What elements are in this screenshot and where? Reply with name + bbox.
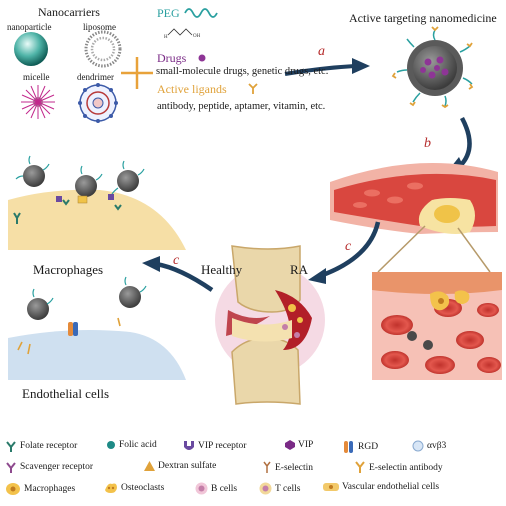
legend-rgd: RGD	[343, 440, 378, 454]
avb3-icon	[412, 440, 424, 452]
legend-b-cells: B cells	[195, 482, 237, 495]
healthy-label: Healthy	[201, 262, 243, 277]
legend-vip: VIP	[285, 440, 313, 450]
dendrimer-label: dendrimer	[77, 72, 114, 82]
legend-scavenger-receptor: Scavenger receptor	[5, 461, 93, 473]
e-selectin-icon	[263, 461, 271, 473]
nanocarriers-title: Nanocarriers	[38, 5, 100, 19]
vascular-endothelial-cells-icon	[323, 483, 339, 491]
step-c-right-label: c	[345, 239, 352, 254]
legend-macrophages: Macrophages	[5, 482, 75, 496]
ra-label: RA	[290, 262, 309, 277]
drugs-description: small-molecule drugs, genetic drugs, etc…	[156, 66, 329, 77]
rgd-icon	[344, 441, 353, 453]
blood-vessel-illustration	[330, 163, 498, 273]
peg-wave-icon	[184, 8, 218, 18]
osteoclasts-icon	[105, 483, 117, 493]
dextran-sulfate-icon	[144, 461, 155, 471]
arrow-c-left	[142, 256, 214, 292]
peg-label: PEG	[157, 6, 180, 20]
macrophages-icon	[6, 483, 20, 495]
step-c-left-label: c	[173, 253, 180, 268]
arrow-c-right	[308, 221, 381, 284]
nanomedicine-title: Active targeting nanomedicine	[349, 11, 497, 25]
endothelial-label: Endothelial cells	[22, 386, 110, 401]
liposome-icon	[84, 30, 122, 68]
legend-vip-receptor: VIP receptor	[183, 440, 246, 452]
joint-illustration	[215, 245, 325, 405]
legend-avb3: αvβ3	[412, 440, 446, 452]
legend-dextran-sulfate: Dextran sulfate	[144, 461, 216, 471]
step-b-label: b	[424, 136, 431, 151]
legend-folic-acid: Folic acid	[106, 440, 157, 450]
drug-icon	[198, 54, 206, 62]
vip-receptor-icon	[184, 441, 194, 450]
plus-icon	[121, 57, 153, 89]
macrophage-cell-illustration	[8, 155, 186, 250]
micelle-label: micelle	[23, 72, 50, 82]
nanoparticle-icon	[14, 32, 48, 66]
vip-icon	[285, 440, 295, 450]
legend-osteoclasts: Osteoclasts	[104, 482, 164, 494]
legend-e-selectin-antibody: E-selectin antibody	[354, 461, 443, 474]
t-cells-icon	[259, 482, 272, 495]
e-selectin-antibody-icon	[355, 461, 365, 473]
svg-text:H: H	[164, 35, 168, 40]
liposome-label: liposome	[83, 22, 116, 32]
legend-vascular-endothelial-cells: Vascular endothelial cells	[323, 482, 439, 492]
zoomed-vessel-illustration	[372, 272, 502, 380]
b-cells-icon	[195, 482, 208, 495]
arrow-a	[284, 58, 370, 76]
dendrimer-icon	[78, 83, 118, 123]
ligands-description: antibody, peptide, aptamer, vitamin, etc…	[157, 101, 326, 112]
folic-acid-icon	[107, 441, 115, 449]
scavenger-receptor-icon	[6, 462, 16, 473]
svg-text:OH: OH	[193, 34, 201, 39]
ligand-icon	[248, 83, 258, 94]
legend-e-selectin: E-selectin	[262, 461, 313, 474]
legend-t-cells: T cells	[259, 482, 300, 495]
micelle-icon	[21, 85, 55, 119]
legend-folate-receptor: Folate receptor	[5, 440, 77, 452]
drugs-label: Drugs	[157, 51, 187, 65]
macrophages-label: Macrophages	[33, 262, 104, 277]
peg-formula-icon: H OH	[164, 28, 201, 40]
folate-receptor-icon	[6, 441, 16, 452]
step-a-label: a	[318, 44, 325, 59]
nanoparticle-label: nanoparticle	[7, 22, 52, 32]
targeting-nanomedicine-icon	[391, 26, 474, 109]
ligands-label: Active ligands	[157, 82, 227, 96]
endothelial-cell-illustration	[8, 276, 186, 380]
